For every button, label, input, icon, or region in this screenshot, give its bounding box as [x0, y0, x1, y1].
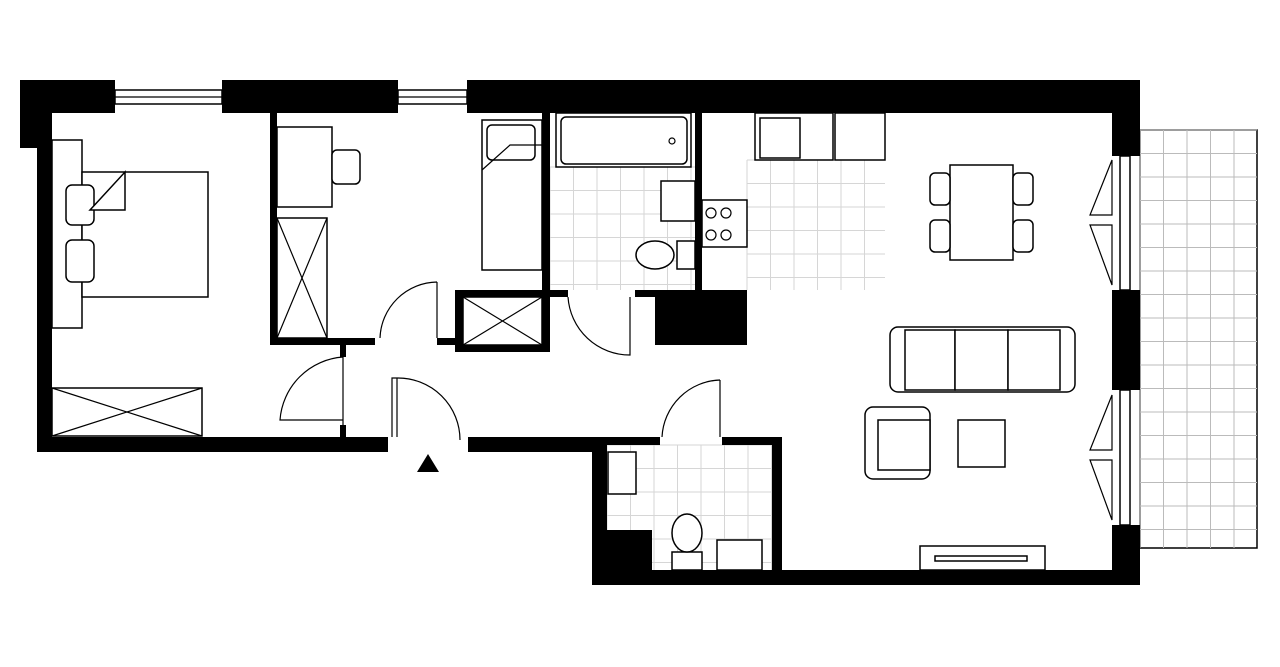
- wardrobe-2: [276, 217, 328, 339]
- windows: [114, 89, 1131, 526]
- dining-table: [929, 164, 1034, 261]
- washing-machine: [607, 451, 637, 495]
- armchair: [864, 406, 931, 480]
- small-washbasin: [716, 539, 763, 571]
- desk-and-chair: [276, 126, 361, 208]
- closet: [462, 296, 543, 346]
- double-bed: [51, 139, 209, 329]
- washbasin: [660, 180, 696, 222]
- bathtub: [555, 112, 692, 168]
- wc: [671, 513, 703, 571]
- wardrobe: [51, 387, 203, 437]
- toilet: [635, 240, 696, 270]
- walls: [20, 80, 1140, 585]
- kitchen-tiles: [746, 159, 885, 290]
- balcony: [1139, 129, 1258, 549]
- coffee-table: [957, 419, 1006, 468]
- single-bed: [481, 119, 543, 271]
- sofa: [889, 326, 1076, 393]
- kitchen-counter: [701, 112, 886, 248]
- tv-stand: [919, 545, 1046, 571]
- triangle-up-icon: [417, 454, 439, 472]
- doors: [279, 281, 721, 472]
